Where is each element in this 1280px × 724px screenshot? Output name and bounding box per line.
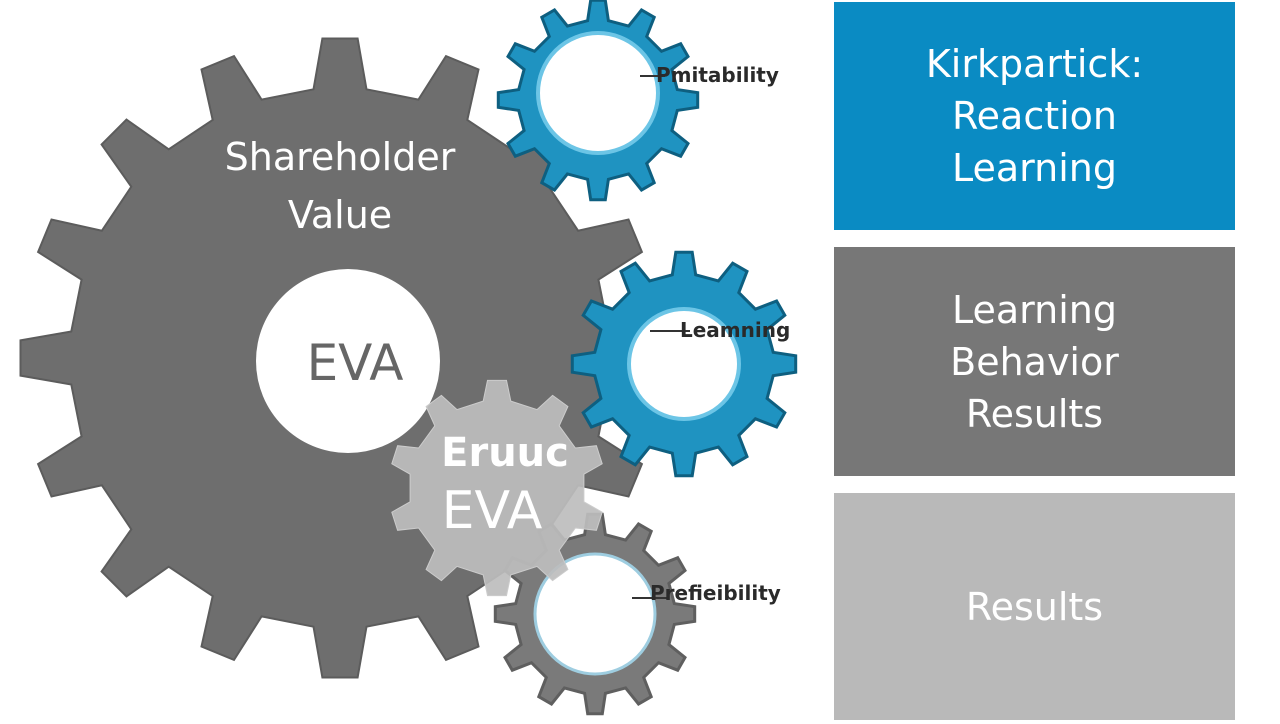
learning-gear-hole [627, 307, 741, 421]
overlay-eva-gear: Eruuc EVA [391, 379, 603, 597]
panel-3-line-1: Results [965, 584, 1104, 629]
big-gear-hub-label: EVA [307, 334, 404, 392]
profitability-gear-label: Pmitability [656, 63, 779, 87]
panel-learning-behavior-results: Learning Behavior Results [834, 247, 1235, 476]
panel-1-line-2: Reaction [951, 94, 1118, 138]
panel-2-line-2: Behavior [950, 339, 1119, 384]
panel-2-line-3: Results [965, 391, 1104, 436]
preferability-gear-label: Prefieibility [650, 581, 781, 605]
preferability-gear-hole [533, 552, 657, 676]
profitability-gear-hole [536, 31, 660, 155]
overlay-gear-line2: EVA [442, 481, 543, 541]
panel-2-line-1: Learning [952, 287, 1117, 332]
overlay-gear-shape [391, 379, 603, 597]
panel-1-line-3: Learning [952, 146, 1117, 190]
learning-gear: Leamning [570, 250, 798, 478]
big-gear-hub [256, 269, 440, 453]
panel-results: Results [834, 493, 1235, 720]
overlay-gear-line1: Eruuc [441, 430, 569, 476]
profitability-gear: Pmitability [496, 0, 779, 202]
learning-gear-label: Leamning [680, 318, 790, 342]
panel-kirkpatrick: Kirkpartick: Reaction Learning [834, 2, 1235, 230]
big-gear-title-line1: Shareholder [225, 135, 456, 179]
panel-1-line-1: Kirkpartick: [925, 42, 1144, 86]
big-gear-title-line2: Value [288, 193, 392, 237]
